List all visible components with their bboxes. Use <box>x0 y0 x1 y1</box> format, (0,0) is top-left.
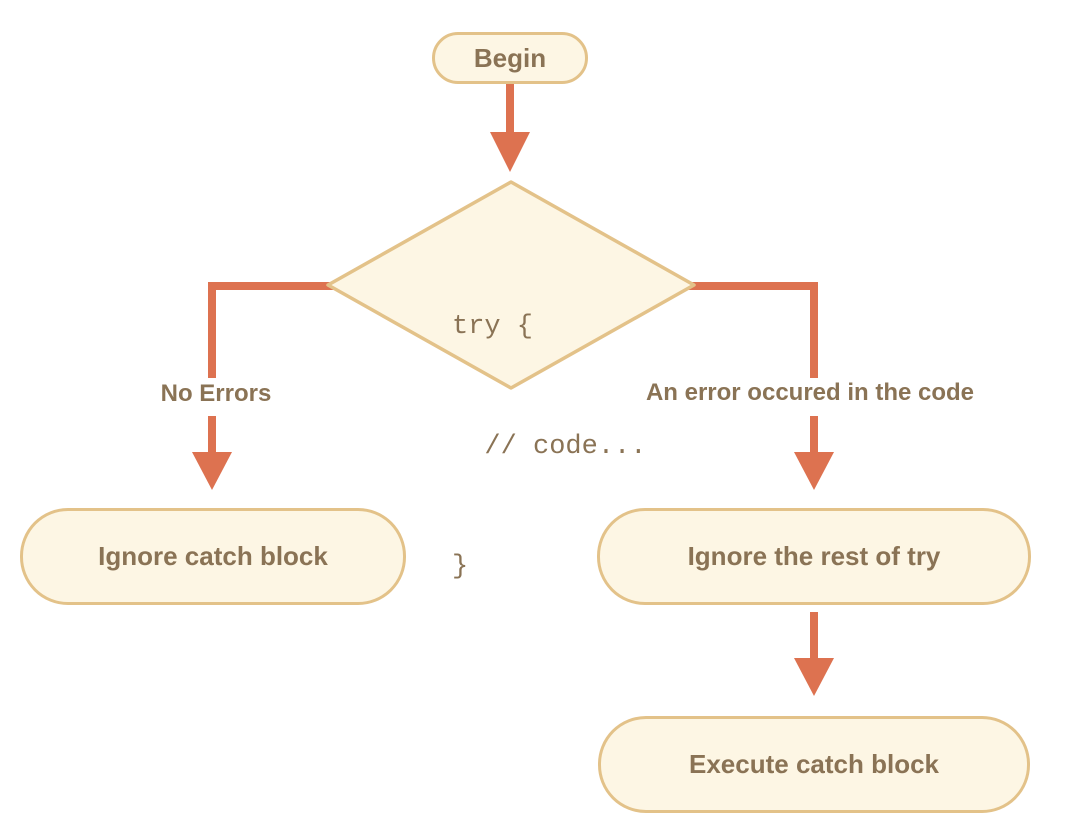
decision-code-line-2: // code... <box>452 432 647 462</box>
decision-code-line-1: try { <box>452 312 534 342</box>
decision-code-block: try { // code... } <box>452 227 646 667</box>
decision-diamond-shape <box>326 180 696 390</box>
node-begin-label: Begin <box>473 42 547 73</box>
arrowhead-ignore-rest-to-execute <box>794 658 834 696</box>
edge-decision-to-right <box>688 282 818 378</box>
edge-decision-to-left <box>208 282 334 378</box>
node-begin: Begin <box>432 32 588 84</box>
node-ignore-rest-of-try: Ignore the rest of try <box>597 508 1031 605</box>
decision-code-line-3: } <box>452 552 469 582</box>
edge-label-no-errors: No Errors <box>160 380 272 407</box>
edge-label-error-occurred: An error occured in the code <box>645 379 975 406</box>
node-ignore-catch-block: Ignore catch block <box>20 508 406 605</box>
arrowhead-left <box>192 452 232 490</box>
node-ignore-rest-label: Ignore the rest of try <box>687 541 941 571</box>
node-execute-catch-label: Execute catch block <box>689 749 939 779</box>
arrowhead-begin-to-decision <box>490 132 530 172</box>
arrowhead-right <box>794 452 834 490</box>
node-execute-catch-block: Execute catch block <box>598 716 1030 813</box>
node-ignore-catch-label: Ignore catch block <box>98 541 328 571</box>
